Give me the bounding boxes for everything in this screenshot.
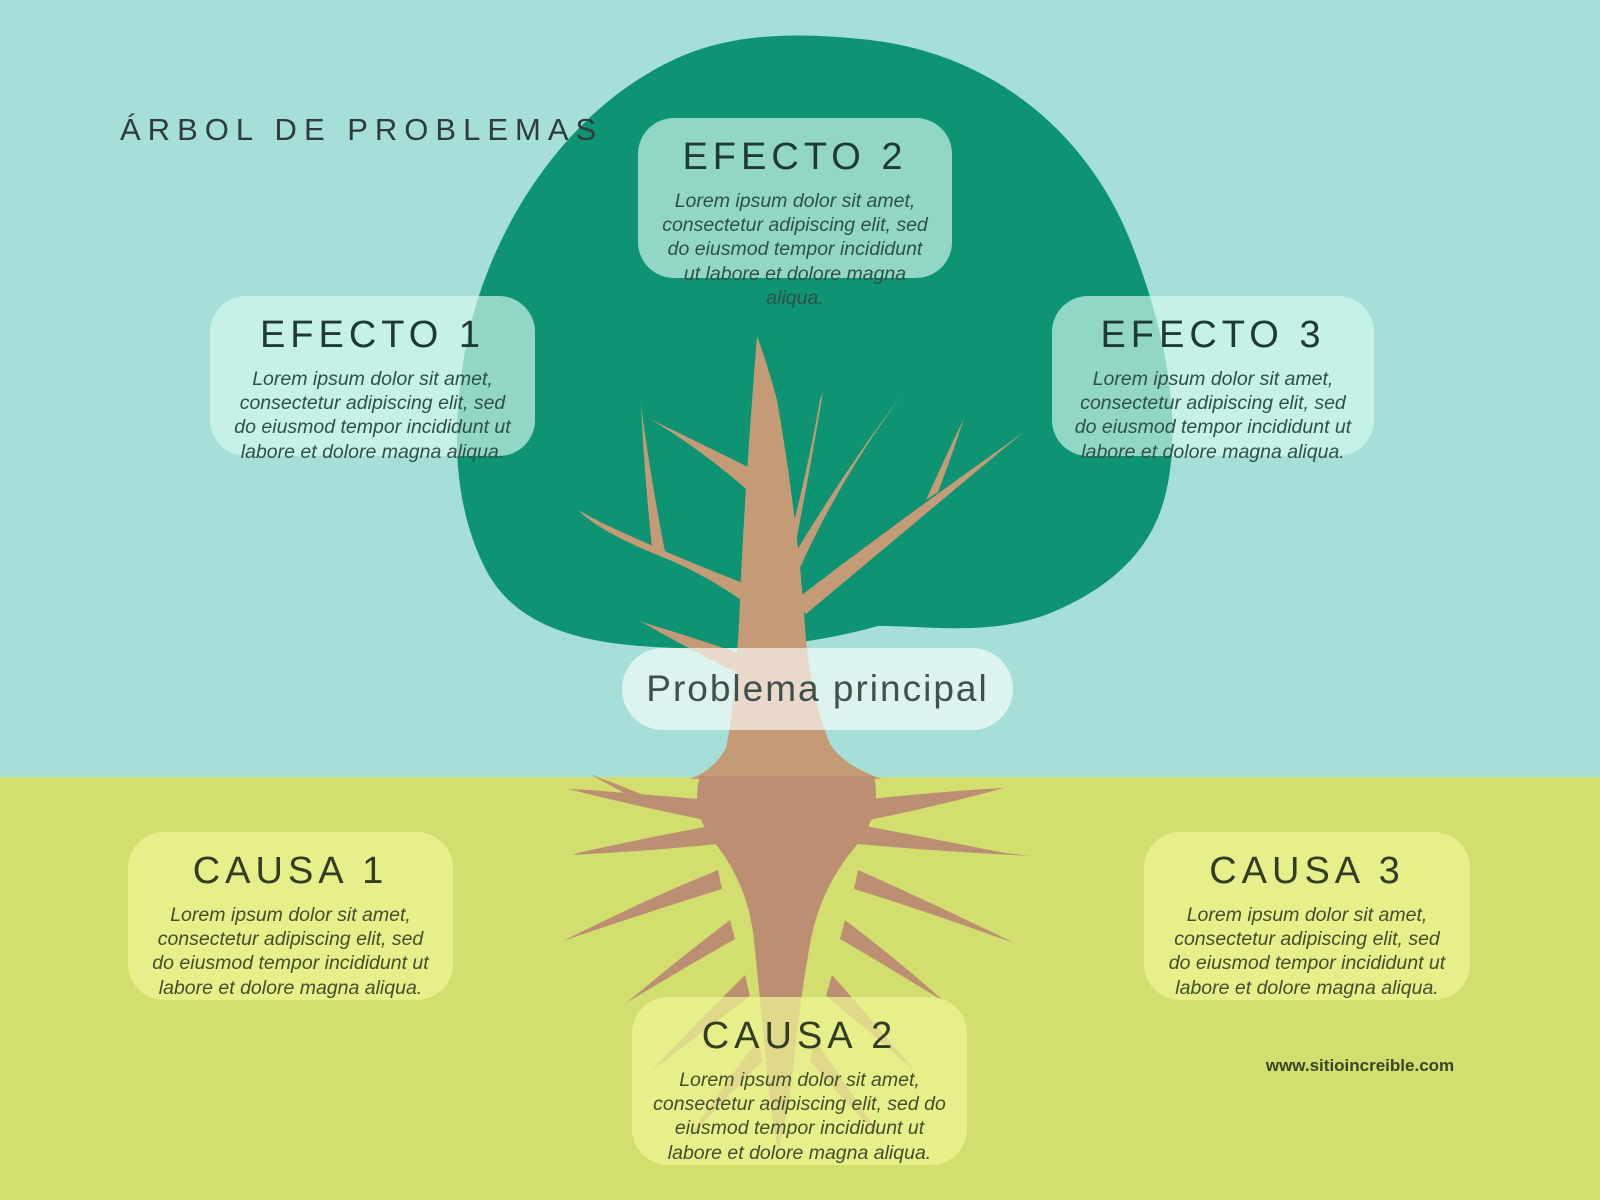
page-title: ÁRBOL DE PROBLEMAS bbox=[120, 112, 604, 147]
tree-canopy bbox=[456, 35, 1173, 649]
website-url: www.sitioincreible.com bbox=[1265, 1056, 1455, 1075]
effect-1-title: EFECTO 1 bbox=[259, 314, 486, 356]
cause-3-title: CAUSA 3 bbox=[1209, 850, 1405, 892]
cause-3-card: CAUSA 3 Lorem ipsum dolor sit amet, cons… bbox=[1144, 832, 1470, 1000]
cause-1-title: CAUSA 1 bbox=[192, 850, 389, 892]
effect-3-body: Lorem ipsum dolor sit amet, consectetur … bbox=[1074, 368, 1352, 463]
main-problem-pill: Problema principal bbox=[622, 648, 1013, 730]
cause-1-body: Lorem ipsum dolor sit amet, consectetur … bbox=[152, 904, 429, 999]
effect-1-card: EFECTO 1 Lorem ipsum dolor sit amet, con… bbox=[210, 296, 535, 463]
effect-2-title: EFECTO 2 bbox=[682, 136, 908, 178]
effect-3-title: EFECTO 3 bbox=[1100, 314, 1326, 356]
cause-2-body: Lorem ipsum dolor sit amet, consectetur … bbox=[653, 1069, 946, 1164]
effect-2-card: EFECTO 2 Lorem ipsum dolor sit amet, con… bbox=[638, 118, 952, 309]
cause-1-card: CAUSA 1 Lorem ipsum dolor sit amet, cons… bbox=[128, 832, 453, 1000]
effect-3-card: EFECTO 3 Lorem ipsum dolor sit amet, con… bbox=[1052, 296, 1374, 463]
cause-2-card: CAUSA 2 Lorem ipsum dolor sit amet, cons… bbox=[632, 997, 967, 1165]
cause-3-body: Lorem ipsum dolor sit amet, consectetur … bbox=[1168, 904, 1446, 999]
effect-2-body: Lorem ipsum dolor sit amet, consectetur … bbox=[662, 190, 928, 309]
cause-2-title: CAUSA 2 bbox=[701, 1015, 898, 1057]
effect-1-body: Lorem ipsum dolor sit amet, consectetur … bbox=[234, 368, 511, 463]
main-problem-label: Problema principal bbox=[646, 668, 989, 709]
